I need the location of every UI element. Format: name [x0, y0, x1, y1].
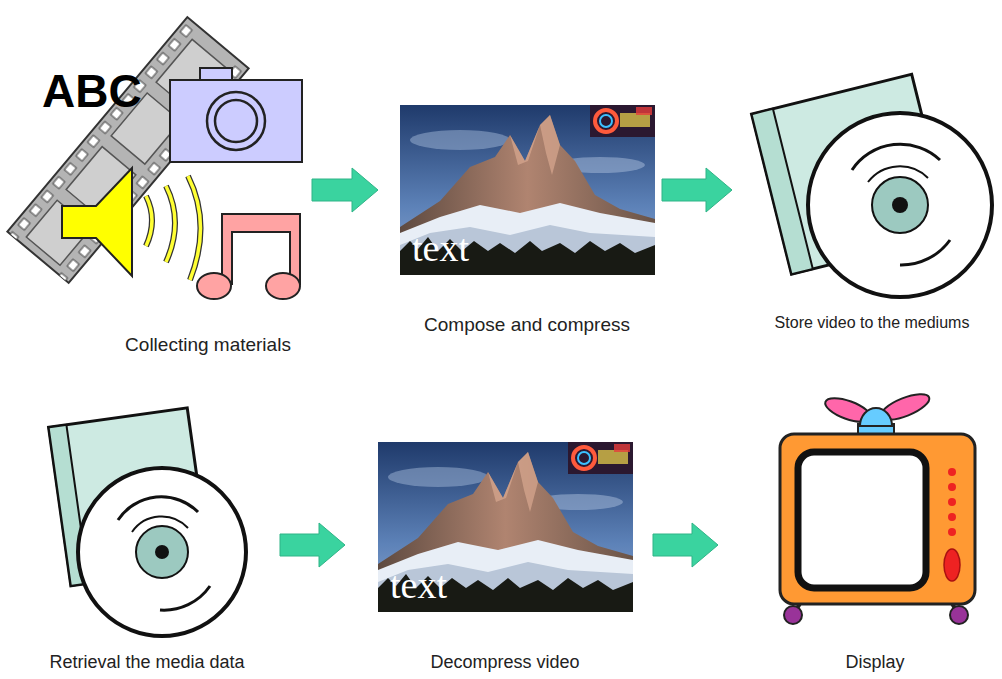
stage-caption: Compose and compress	[424, 314, 630, 337]
block-arrow	[312, 168, 378, 212]
stage-caption: Decompress video	[430, 652, 579, 674]
stage-box: Retrieval the media data	[40, 410, 250, 640]
stage-caption: Retrieval the media data	[49, 652, 244, 674]
stage-caption: Collecting materials	[125, 334, 291, 357]
block-arrow	[280, 523, 345, 567]
overlay-text: text	[412, 228, 469, 270]
block-arrow	[662, 168, 732, 212]
stage-box: Display	[775, 395, 975, 625]
stage-box: Store video to the mediums	[750, 85, 990, 300]
stage-caption: Display	[845, 652, 904, 674]
stage-caption: Store video to the mediums	[775, 313, 970, 332]
overlay-text: text	[390, 565, 447, 607]
block-arrow	[653, 523, 718, 567]
illustration-letters: ABC	[42, 66, 142, 117]
